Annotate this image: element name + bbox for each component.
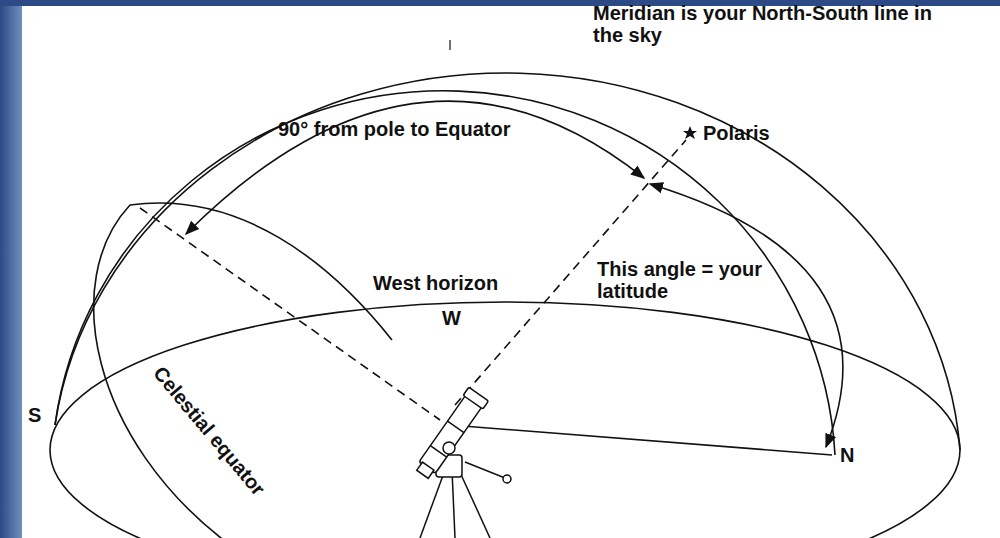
equator-label: Celestial equator — [149, 362, 269, 500]
star-label: Polaris — [703, 122, 770, 144]
horizon-label: West horizon — [373, 272, 498, 294]
latitude-arc — [650, 184, 843, 447]
direction-label: W — [442, 307, 461, 329]
angle-arc — [186, 101, 644, 234]
telescope — [413, 387, 511, 538]
zenith-tick — [449, 40, 450, 50]
frame-band — [0, 0, 22, 538]
direction-label: N — [840, 444, 854, 466]
angle-label: 90° from pole to Equator — [278, 118, 510, 140]
horizon-ellipse — [50, 302, 960, 538]
north-sightline — [450, 425, 832, 455]
direction-label: S — [28, 404, 41, 426]
meridian-label: Meridian is your North-South line in the… — [593, 2, 938, 46]
star-symbol — [683, 126, 697, 139]
celestial-equator — [130, 203, 392, 340]
latitude-label: This angle = your latitude — [597, 258, 769, 302]
